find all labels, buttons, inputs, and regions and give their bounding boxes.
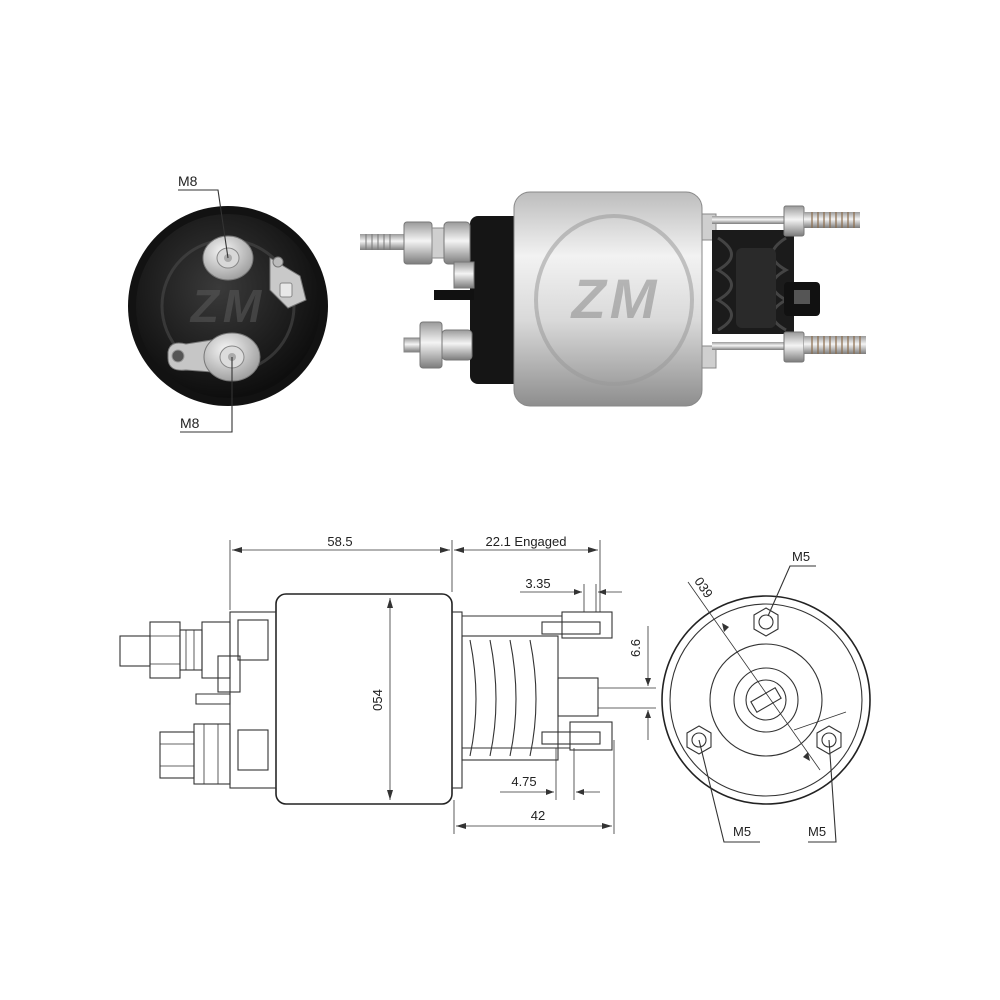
drawing-end-view: 039 M5 M5 M5 <box>661 549 871 843</box>
dim-42: 42 <box>531 808 545 823</box>
side-photo-rear-mechanism <box>701 205 866 369</box>
label-m5-top: M5 <box>792 549 810 564</box>
end-view-side-terminal <box>269 256 307 309</box>
side-view-logo: ZM <box>570 267 661 330</box>
end-view-logo: ZM <box>189 280 265 332</box>
drawing-top-stud <box>119 621 231 679</box>
dim-4-75: 4.75 <box>511 774 536 789</box>
label-m5-bottom-right: M5 <box>808 824 826 839</box>
dim-engaged: 22.1 Engaged <box>486 534 567 549</box>
end-view-label-bottom: M8 <box>180 415 200 431</box>
side-photo-top-stud <box>360 221 471 265</box>
photo-side-view: ZM <box>360 191 866 407</box>
end-view-hole-top <box>753 607 779 637</box>
drawing-bottom-stud <box>159 723 231 785</box>
dim-bolt-circle: 039 <box>691 574 716 600</box>
dim-diameter: 054 <box>370 689 385 711</box>
drawing-side-view: 58.5 22.1 Engaged 3.35 6.6 054 4.75 <box>119 534 656 834</box>
dim-body-length: 58.5 <box>327 534 352 549</box>
photo-end-view: ZM M8 M8 <box>128 173 328 433</box>
label-m5-bottom-left: M5 <box>733 824 751 839</box>
dim-3-35: 3.35 <box>525 576 550 591</box>
dim-6-6: 6.6 <box>628 639 643 657</box>
end-view-hole-bottom-left <box>686 725 712 755</box>
end-view-label-top: M8 <box>178 173 198 189</box>
side-photo-bottom-stud <box>403 321 473 369</box>
